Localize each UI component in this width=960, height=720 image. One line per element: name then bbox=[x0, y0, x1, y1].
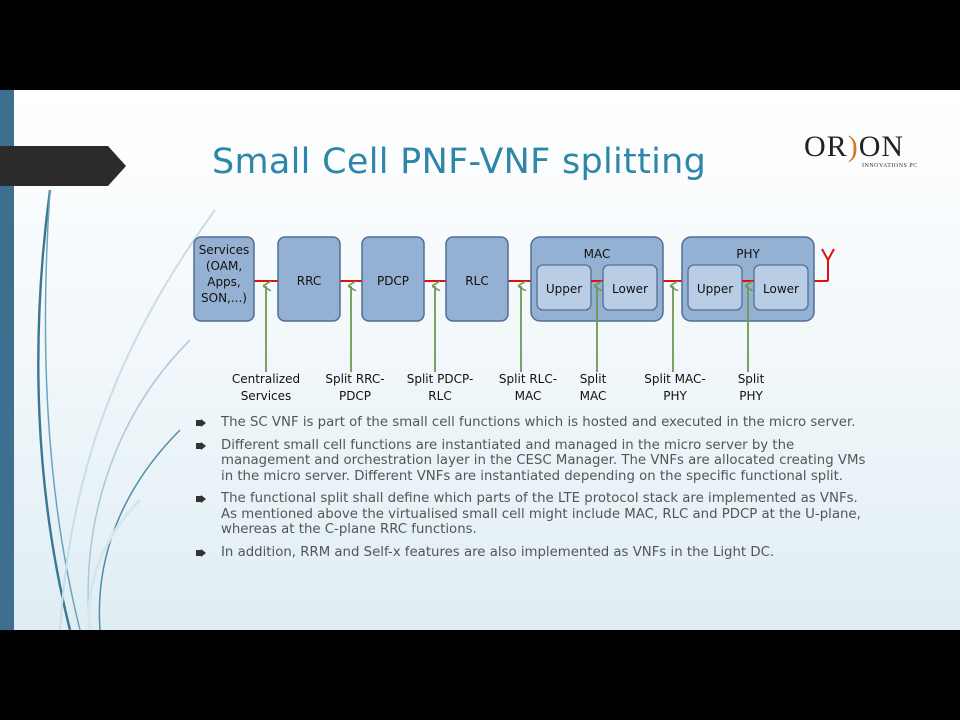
split-label: Centralized bbox=[232, 372, 300, 386]
bullet-item: Different small cell functions are insta… bbox=[196, 438, 866, 485]
arrow-bullet-icon bbox=[196, 441, 206, 450]
split-label: MAC bbox=[515, 389, 542, 402]
bullet-item: In addition, RRM and Self-x features are… bbox=[196, 545, 866, 561]
svg-text:Lower: Lower bbox=[763, 282, 799, 296]
page-title: Small Cell PNF-VNF splitting bbox=[212, 142, 707, 182]
svg-text:Upper: Upper bbox=[697, 282, 733, 296]
split-label: Split PDCP- bbox=[407, 372, 474, 386]
block-mac: MAC Upper Lower bbox=[530, 236, 664, 322]
arrow-bullet-icon bbox=[196, 548, 206, 557]
logo-tagline: INNOVATIONS PC bbox=[862, 163, 918, 169]
split-label: PDCP bbox=[339, 389, 371, 402]
arrow-bullet-icon bbox=[196, 495, 206, 503]
slide: Small Cell PNF-VNF splitting OR)ON INNOV… bbox=[0, 90, 960, 630]
svg-text:RLC: RLC bbox=[465, 274, 488, 288]
block-rrc: RRC bbox=[277, 236, 341, 322]
protocol-split-diagram: Services (OAM, Apps, SON,...) RRC PDCP R… bbox=[193, 236, 835, 402]
block-pdcp: PDCP bbox=[361, 236, 425, 322]
svg-text:Services: Services bbox=[199, 243, 250, 257]
split-label: Split bbox=[580, 372, 607, 386]
split-label: PHY bbox=[739, 389, 763, 402]
block-phy: PHY Upper Lower bbox=[681, 236, 815, 322]
title-arrow-tab bbox=[0, 146, 126, 186]
svg-text:Upper: Upper bbox=[546, 282, 582, 296]
bullet-item: The SC VNF is part of the small cell fun… bbox=[196, 415, 866, 431]
split-label: Split bbox=[738, 372, 765, 386]
svg-text:PHY: PHY bbox=[736, 247, 760, 261]
split-label: Split RRC- bbox=[325, 372, 384, 386]
split-label: Services bbox=[241, 389, 292, 402]
split-label: MAC bbox=[580, 389, 607, 402]
left-accent-bar bbox=[0, 90, 14, 630]
orion-logo: OR)ON INNOVATIONS PC bbox=[802, 130, 924, 178]
svg-text:PDCP: PDCP bbox=[377, 274, 409, 288]
svg-text:(OAM,: (OAM, bbox=[206, 259, 242, 273]
bullet-item: The functional split shall define which … bbox=[196, 491, 866, 538]
svg-text:Lower: Lower bbox=[612, 282, 648, 296]
split-label: Split RLC- bbox=[499, 372, 557, 386]
split-arrows bbox=[266, 286, 748, 372]
svg-text:MAC: MAC bbox=[584, 247, 611, 261]
svg-text:RRC: RRC bbox=[297, 274, 321, 288]
block-rlc: RLC bbox=[445, 236, 509, 322]
split-label: Split MAC- bbox=[644, 372, 705, 386]
logo-wordmark: OR)ON bbox=[804, 130, 905, 163]
decorative-swoosh bbox=[37, 189, 216, 630]
arrow-bullet-icon bbox=[196, 419, 206, 427]
svg-text:Apps,: Apps, bbox=[207, 275, 241, 289]
block-services: Services (OAM, Apps, SON,...) bbox=[193, 236, 255, 322]
split-labels: Centralized Services Split RRC- PDCP Spl… bbox=[232, 372, 765, 402]
svg-text:SON,...): SON,...) bbox=[201, 291, 247, 305]
bullet-list: The SC VNF is part of the small cell fun… bbox=[196, 415, 866, 567]
split-label: RLC bbox=[428, 389, 451, 402]
split-label: PHY bbox=[663, 389, 687, 402]
